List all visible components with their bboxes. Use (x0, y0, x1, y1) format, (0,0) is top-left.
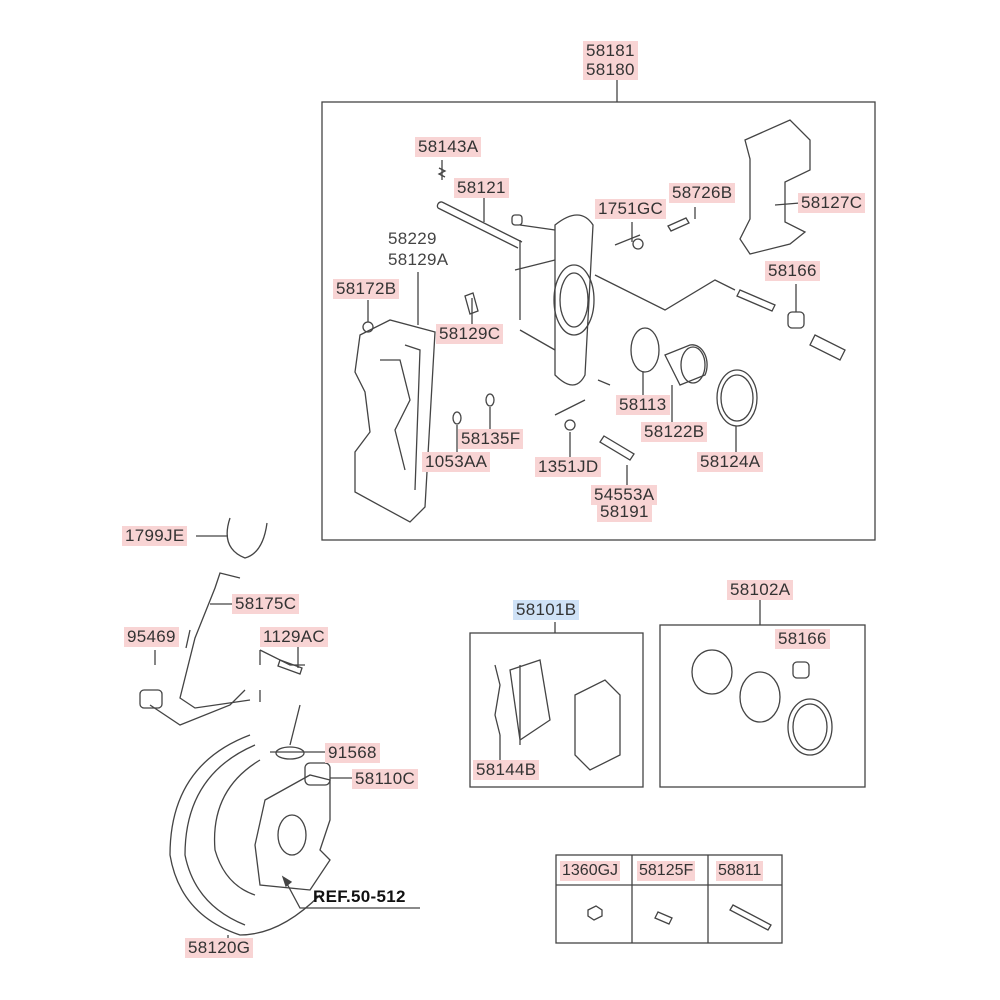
table-header-1360GJ[interactable]: 1360GJ (560, 861, 621, 881)
label-91568[interactable]: 91568 (325, 743, 380, 763)
label-58180[interactable]: 58180 (583, 60, 638, 80)
label-1799JE[interactable]: 1799JE (122, 526, 188, 546)
label-95469[interactable]: 95469 (124, 627, 179, 647)
label-58120G[interactable]: 58120G (185, 938, 254, 958)
table-header-58811[interactable]: 58811 (716, 861, 764, 881)
label-58166[interactable]: 58166 (765, 261, 820, 281)
small-parts-table-border (555, 854, 783, 944)
label-58121[interactable]: 58121 (454, 178, 509, 198)
label-1751GC[interactable]: 1751GC (595, 199, 667, 219)
label-58102A[interactable]: 58102A (727, 580, 794, 600)
label-58135F[interactable]: 58135F (458, 429, 524, 449)
reference-label: REF.50-512 (313, 887, 406, 906)
seal-kit-box (659, 624, 866, 788)
label-58129C[interactable]: 58129C (436, 324, 504, 344)
label-58175C[interactable]: 58175C (232, 594, 300, 614)
label-58124A[interactable]: 58124A (697, 452, 764, 472)
label-58181[interactable]: 58181 (583, 41, 638, 61)
label-54553A[interactable]: 54553A (591, 485, 658, 505)
label-58129A: 58129A (388, 250, 449, 269)
table-header-58125F[interactable]: 58125F (637, 861, 696, 881)
label-58101B[interactable]: 58101B (513, 600, 580, 620)
label-58166-kit[interactable]: 58166 (775, 629, 830, 649)
label-58122B[interactable]: 58122B (641, 422, 708, 442)
label-1053AA[interactable]: 1053AA (422, 452, 491, 472)
label-1351JD[interactable]: 1351JD (535, 457, 602, 477)
label-58127C[interactable]: 58127C (798, 193, 866, 213)
label-58110C[interactable]: 58110C (352, 769, 419, 789)
caliper-assembly-box (321, 101, 876, 541)
label-58191[interactable]: 58191 (597, 502, 652, 522)
label-58144B[interactable]: 58144B (473, 760, 540, 780)
label-58726B[interactable]: 58726B (669, 183, 736, 203)
label-58172B[interactable]: 58172B (333, 279, 400, 299)
pad-kit-box (469, 632, 644, 788)
label-1129AC[interactable]: 1129AC (260, 627, 328, 647)
label-58229: 58229 (388, 229, 437, 248)
label-58113[interactable]: 58113 (616, 395, 670, 415)
label-58143A[interactable]: 58143A (415, 137, 482, 157)
